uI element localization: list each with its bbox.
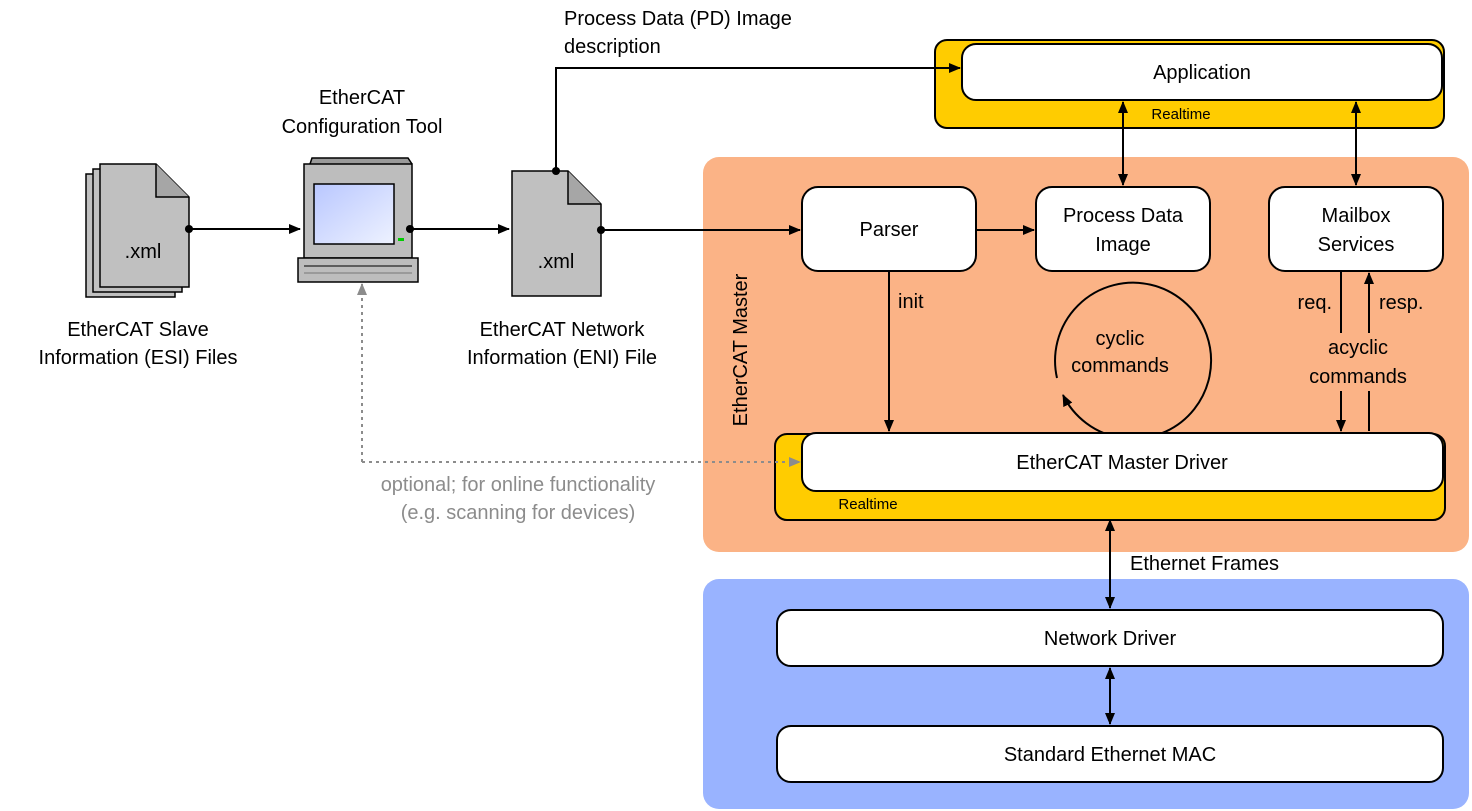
pd-description-label-2: description: [564, 36, 661, 58]
application-box[interactable]: [961, 43, 1443, 101]
master-driver-label: EtherCAT Master Driver: [1016, 452, 1228, 474]
config-tool-label-2: Configuration Tool: [282, 116, 443, 138]
init-label: init: [898, 291, 924, 313]
application-realtime-label: Realtime: [1151, 106, 1210, 123]
eni-application-arrow: [551, 63, 961, 176]
optional-note-2: (e.g. scanning for devices): [401, 502, 636, 524]
document-icon: [511, 170, 602, 297]
optional-note-1: optional; for online functionality: [381, 474, 656, 496]
esi-caption-1: EtherCAT Slave: [67, 319, 209, 341]
network-driver-box[interactable]: [776, 609, 1444, 667]
ethercat-master-group: EtherCAT Master Parser Process Data Imag…: [703, 157, 1469, 552]
process-data-image-label-1: Process Data: [1063, 205, 1184, 227]
mailbox-services-box[interactable]: [1268, 186, 1444, 272]
esi-files-group: .xml EtherCAT Slave Information (ESI) Fi…: [39, 163, 238, 369]
application-label: Application: [1153, 62, 1251, 84]
esi-caption-2: Information (ESI) Files: [39, 347, 238, 369]
cyclic-label-1: cyclic: [1096, 328, 1145, 350]
eni-file-ext: .xml: [538, 251, 575, 273]
mailbox-services-label-1: Mailbox: [1322, 205, 1391, 227]
document-icon: [85, 163, 190, 298]
cyclic-label-2: commands: [1071, 355, 1169, 377]
network-group: Network Driver Standard Ethernet MAC: [703, 579, 1469, 809]
pd-description-label-1: Process Data (PD) Image: [564, 8, 792, 30]
application-group: Application Realtime: [934, 39, 1445, 129]
master-driver-box[interactable]: [801, 432, 1444, 492]
config-tool-label-1: EtherCAT: [319, 87, 405, 109]
ethernet-mac-label: Standard Ethernet MAC: [1004, 744, 1216, 766]
master-driver-realtime-label: Realtime: [838, 496, 897, 513]
network-driver-label: Network Driver: [1044, 628, 1177, 650]
master-title: EtherCAT Master: [730, 273, 752, 426]
mailbox-services-label-2: Services: [1318, 234, 1395, 256]
process-data-image-box[interactable]: [1035, 186, 1211, 272]
eni-file-group: .xml EtherCAT Network Information (ENI) …: [467, 170, 657, 369]
resp-label: resp.: [1379, 292, 1423, 314]
acyclic-label-bg: [1296, 333, 1420, 391]
req-label: req.: [1298, 292, 1332, 314]
acyclic-label-1: acyclic: [1328, 337, 1388, 359]
eni-caption-2: Information (ENI) File: [467, 347, 657, 369]
ethernet-mac-box[interactable]: [776, 725, 1444, 783]
esi-file-ext: .xml: [125, 241, 162, 263]
process-data-image-label-2: Image: [1095, 234, 1151, 256]
parser-label: Parser: [860, 219, 919, 241]
eni-caption-1: EtherCAT Network: [480, 319, 646, 341]
computer-icon: [297, 157, 419, 283]
ethernet-frames-label: Ethernet Frames: [1130, 553, 1279, 575]
acyclic-label-2: commands: [1309, 366, 1407, 388]
